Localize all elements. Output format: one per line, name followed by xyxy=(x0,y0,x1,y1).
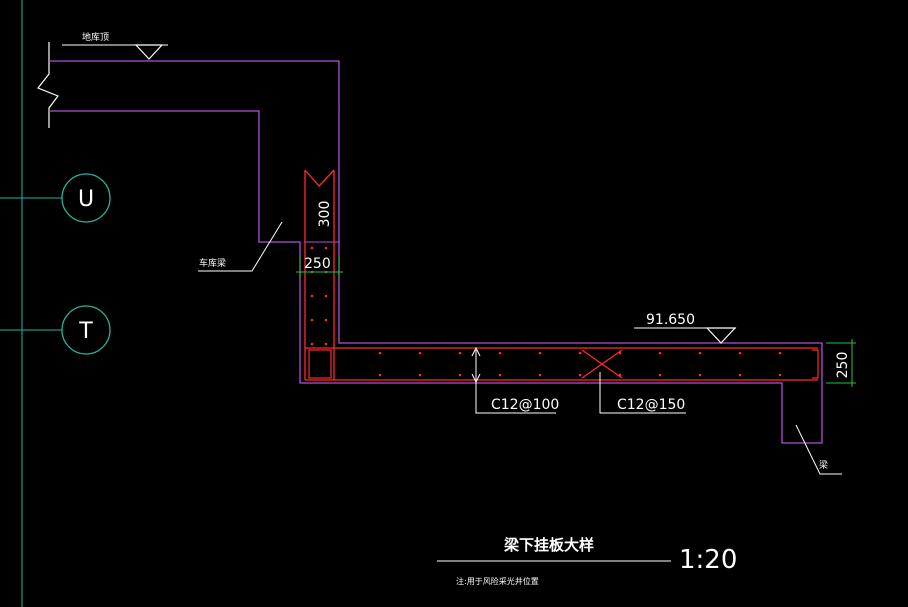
rebar-left-arrows xyxy=(471,346,481,384)
rebar-right-leader xyxy=(599,372,686,414)
rebar-vertical-cage xyxy=(304,169,335,380)
break-line xyxy=(37,42,59,128)
axis-t-bubble xyxy=(61,305,111,355)
rebar-end-hook xyxy=(812,349,819,379)
rebar-left-leader xyxy=(475,350,556,414)
axis-t-label: T xyxy=(78,319,93,344)
dim-250-horizontal: 250 xyxy=(304,256,331,272)
rebar-cross-mark xyxy=(581,349,623,379)
axis-u-bubble xyxy=(61,173,111,223)
rebar-left-label: C12@100 xyxy=(491,397,559,413)
beam-leader xyxy=(795,424,842,475)
ground-level-label: 地库顶 xyxy=(82,31,109,43)
rebar-right-label: C12@150 xyxy=(617,397,685,413)
drawing-title: 梁下挂板大样 xyxy=(503,536,594,554)
drawing-note: 注:用于风险采光井位置 xyxy=(456,576,539,586)
ground-level-triangle xyxy=(134,44,164,60)
garage-beam-leader xyxy=(198,221,283,272)
elevation-triangle xyxy=(705,327,737,344)
axis-u-label: U xyxy=(78,187,94,212)
elevation-label: 91.650 xyxy=(646,312,695,328)
rebar-dots xyxy=(310,246,782,377)
garage-beam-label: 车库梁 xyxy=(199,257,226,269)
slab-outline-outer xyxy=(49,60,823,444)
drawing-scale: 1:20 xyxy=(679,545,737,575)
dim-300: 300 xyxy=(317,201,333,228)
rebar-corner-box xyxy=(308,349,332,379)
dim-250-vertical: 250 xyxy=(835,352,851,379)
dim-250-vertical-lines xyxy=(826,339,856,387)
beam-label: 梁 xyxy=(819,459,828,471)
dim-250-horizontal-lines xyxy=(296,256,343,278)
